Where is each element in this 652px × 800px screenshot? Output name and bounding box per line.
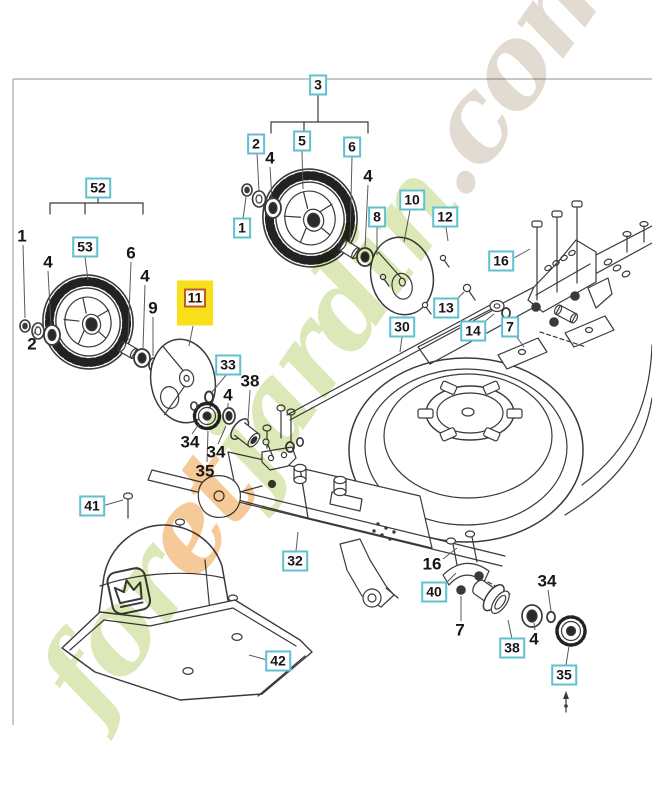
gear-cluster-middle	[190, 390, 274, 458]
part-label-4-15: 4	[140, 266, 150, 286]
diagram-frame	[12, 78, 652, 725]
part-label-2-17: 2	[27, 334, 37, 354]
part-label-10-8[interactable]: 10	[399, 189, 425, 211]
part-label-5-3[interactable]: 5	[293, 130, 311, 152]
part-label-12-9[interactable]: 12	[432, 206, 458, 228]
part-label-14-28[interactable]: 14	[460, 320, 486, 342]
part-label-34-36: 34	[537, 571, 557, 591]
part-label-7-35: 7	[455, 620, 465, 640]
part-label-11-18[interactable]: 11	[177, 280, 213, 326]
part-label-38-20: 38	[240, 371, 260, 391]
mower-deck	[227, 220, 652, 608]
mount-bracket-top	[527, 200, 613, 348]
part-label-4-21: 4	[223, 385, 233, 405]
frame-bar	[147, 404, 506, 567]
part-label-35-24: 35	[195, 461, 215, 481]
wheel-assembly-top	[241, 95, 384, 271]
part-label-2-1[interactable]: 2	[247, 133, 265, 155]
part-label-32-31[interactable]: 32	[282, 550, 308, 572]
part-label-1-11: 1	[17, 226, 27, 246]
part-label-30-27[interactable]: 30	[389, 316, 415, 338]
part-label-53-12[interactable]: 53	[72, 236, 98, 258]
part-label-7-29[interactable]: 7	[501, 316, 519, 338]
part-label-35-39[interactable]: 35	[551, 664, 577, 686]
dust-cover-disc-highlighted	[149, 338, 217, 424]
part-label-42-32[interactable]: 42	[265, 650, 291, 672]
part-label-4-37: 4	[529, 629, 539, 649]
part-label-34-22: 34	[180, 432, 200, 452]
part-label-6-14: 6	[126, 243, 136, 263]
part-label-33-19[interactable]: 33	[215, 354, 241, 376]
dust-cover-disc-right	[369, 236, 450, 316]
part-label-3-0[interactable]: 3	[309, 74, 327, 96]
part-label-38-38[interactable]: 38	[499, 637, 525, 659]
wheel-assembly-left	[19, 197, 160, 373]
leader-lines	[22, 150, 570, 666]
husqvarna-crown-logo	[106, 567, 152, 615]
belt-cover-assembly	[61, 492, 313, 701]
part-label-1-6[interactable]: 1	[233, 217, 251, 239]
part-label-41-30[interactable]: 41	[79, 495, 105, 517]
part-label-4-13: 4	[43, 252, 53, 272]
part-label-4-5: 4	[363, 166, 373, 186]
part-label-40-34[interactable]: 40	[421, 581, 447, 603]
part-label-4-2: 4	[265, 148, 275, 168]
part-label-16-33: 16	[422, 554, 442, 574]
part-label-6-4[interactable]: 6	[343, 136, 361, 158]
highlighted-part-number: 11	[183, 288, 207, 308]
part-label-52-10[interactable]: 52	[85, 177, 111, 199]
drive-shaft-assembly	[442, 530, 587, 713]
part-label-34-23: 34	[206, 442, 226, 462]
part-label-13-26[interactable]: 13	[433, 297, 459, 319]
part-label-8-7[interactable]: 8	[368, 206, 386, 228]
part-label-9-16: 9	[148, 298, 158, 318]
part-label-16-25[interactable]: 16	[488, 250, 514, 272]
